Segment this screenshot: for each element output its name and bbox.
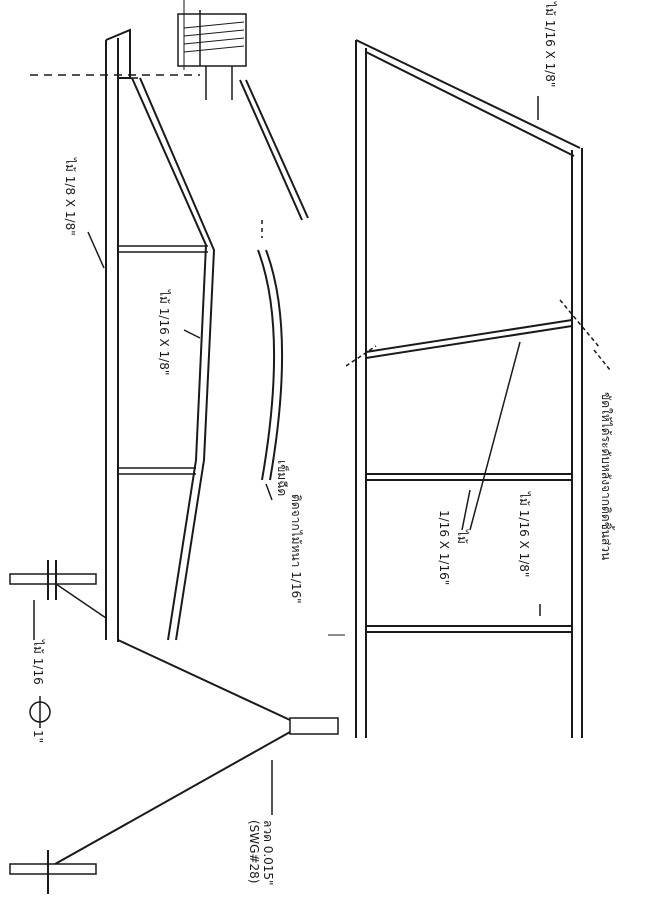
upper-rod: [9, 573, 97, 585]
top-block-hatch-4: [183, 45, 245, 53]
right-leader-a: [469, 341, 521, 531]
block-diagonal-strut-b: [245, 79, 309, 219]
needle-curve-b: [265, 249, 284, 481]
label-diameter-1: 1": [31, 730, 45, 743]
label-needle-line2: ติดจากไม้หนา 1/16": [289, 494, 303, 604]
label-wood-1-16-x-1-8-mid: ไม้ 1/16 X 1/8": [157, 289, 171, 375]
right-leader-b: [461, 489, 471, 531]
right-slanted-rib-a: [365, 319, 573, 353]
top-block-body: [177, 13, 247, 67]
mid-label-leader: [183, 329, 201, 339]
v-wire-block: [289, 717, 339, 735]
label-wood-1-16-x-1-16-line1: ไม้: [455, 529, 469, 544]
top-block: [177, 0, 309, 221]
needle-label-leader: [265, 483, 273, 501]
label-sand-note: ขัดให้ได้ระดับหลังจากติดชิ้นส่วน: [599, 392, 615, 560]
v-wire-upper: [117, 639, 291, 721]
left-frame: [30, 28, 216, 642]
block-diagonal-strut-a: [239, 79, 303, 221]
right-frame-top-edge-b: [365, 51, 575, 157]
right-frame: [328, 39, 611, 738]
right-slanted-rib-b: [365, 325, 573, 359]
left-diagonal-rib-b: [139, 77, 216, 641]
label-wood-1-16-x-1-8-right: ไม้ 1/16 X 1/8": [517, 491, 531, 577]
wire-assembly: [9, 560, 339, 894]
label-wire-line2: (SWG#28): [247, 820, 261, 883]
upper-wire: [55, 583, 107, 619]
label-wood-1-16-round: ไม้ 1/16: [31, 639, 45, 685]
top-block-hatch-2: [183, 29, 245, 37]
label-wood-1-8-x-1-8: ไม้ 1/8 X 1/8": [63, 157, 77, 236]
slant-cut-mark-right: [559, 299, 601, 349]
needle-curve-a: [257, 249, 276, 481]
top-block-hatch-3: [183, 37, 245, 45]
label-wood-1-16-x-1-16-line2: 1/16 X 1/16": [437, 510, 451, 585]
v-wire-lower: [47, 731, 291, 869]
sand-note-leader: [593, 349, 611, 371]
lower-rod: [9, 863, 97, 875]
slant-cut-mark-left: [345, 345, 377, 367]
curved-needle-piece: [257, 220, 284, 481]
left-label-leader: [87, 231, 105, 269]
label-needle-line1: เข็มฉีด: [275, 460, 290, 496]
left-diagonal-rib-a: [131, 77, 208, 641]
label-wire-line1: ลวด 0.015": [261, 820, 275, 886]
right-frame-top-edge-a: [355, 39, 581, 149]
top-block-hatch-1: [183, 21, 245, 29]
label-wood-1-16-x-1-8-top: ไม้ 1/16 X 1/8": [543, 1, 557, 87]
